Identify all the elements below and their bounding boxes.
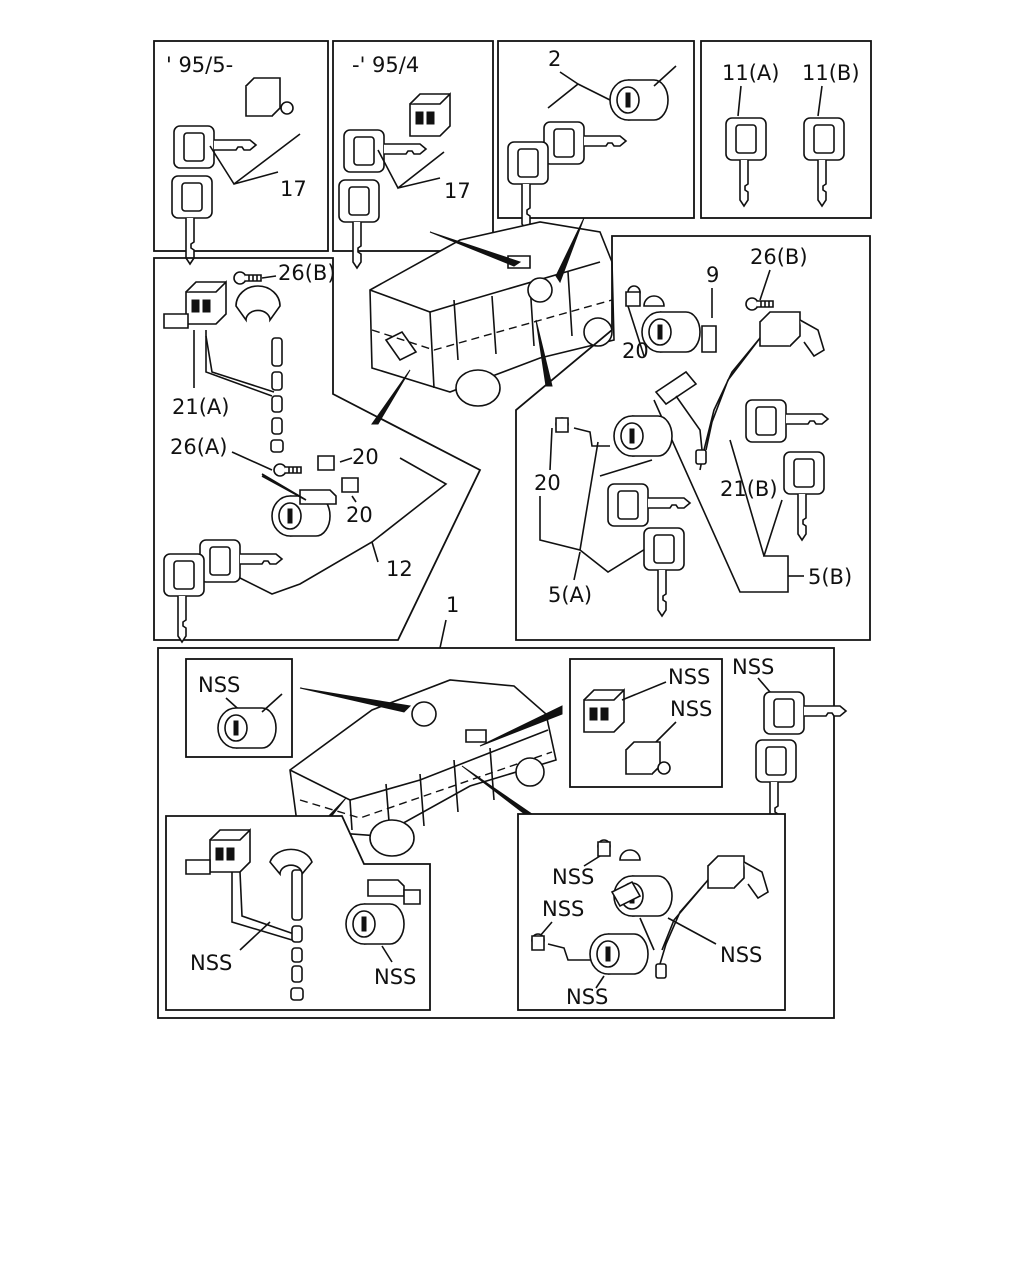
- label-nss-8: NSS: [720, 943, 762, 967]
- label-11a: 11(A): [722, 61, 779, 85]
- label-date-from: ' 95/5-: [166, 53, 233, 77]
- label-20-mid: 20: [346, 503, 373, 527]
- label-20-top: 20: [352, 445, 379, 469]
- label-5a: 5(A): [548, 583, 592, 607]
- label-nss-2: NSS: [668, 665, 710, 689]
- label-9: 9: [706, 263, 719, 287]
- lock-cylinder-icon: [613, 415, 673, 457]
- label-26a: 26(A): [170, 435, 227, 459]
- key-icon: [783, 451, 825, 541]
- box-nss-cylinder: NSS: [185, 658, 293, 758]
- box-nss-ignition: NSS NSS: [165, 815, 431, 1011]
- key-icon: [643, 527, 685, 617]
- label-21b: 21(B): [720, 477, 778, 501]
- vehicle-outline-icon: [369, 221, 615, 407]
- label-nss-9: NSS: [542, 897, 584, 921]
- label-21a: 21(A): [172, 395, 229, 419]
- box-part-2: 2: [497, 40, 695, 231]
- label-nss-1: NSS: [198, 673, 240, 697]
- box-ignition-left: 26(B) 21(A) 26(A) 20 20 12: [153, 257, 482, 643]
- switch-icon: [185, 281, 227, 325]
- label-26b-left: 26(B): [278, 261, 336, 285]
- lock-cylinder-icon: [589, 933, 649, 975]
- lock-cylinder-icon: [217, 707, 277, 749]
- box-part-11: 11(A) 11(B): [700, 40, 872, 219]
- label-nss-3: NSS: [670, 697, 712, 721]
- label-20-right2: 20: [534, 471, 561, 495]
- key-icon: [199, 539, 283, 583]
- box-nss-switch: NSS NSS: [569, 658, 723, 788]
- key-icon: [745, 399, 829, 443]
- latch-icon: [759, 311, 825, 358]
- latch-icon: [245, 77, 294, 117]
- key-icon: [607, 483, 691, 527]
- lock-cylinder-icon: [345, 903, 405, 945]
- box-95-4: -' 95/4 17: [332, 40, 494, 269]
- key-icon: [163, 553, 205, 643]
- vehicle-outline-icon: [289, 679, 557, 857]
- label-nss-4: NSS: [732, 655, 774, 679]
- label-11b: 11(B): [802, 61, 860, 85]
- label-17b: 17: [444, 179, 471, 203]
- lock-cylinder-icon: [641, 311, 701, 353]
- label-12: 12: [386, 557, 413, 581]
- label-20-right: 20: [622, 339, 649, 363]
- label-date-to: -' 95/4: [352, 53, 419, 77]
- box-door-right: 9 26(B) 20 21(B) 5(B) 20: [515, 235, 871, 641]
- label-nss-6: NSS: [374, 965, 416, 989]
- box-95-5: ' 95/5- 17: [153, 40, 329, 265]
- latch-icon: [625, 741, 671, 775]
- latch-icon: [707, 855, 769, 900]
- bolt-icon: [233, 271, 262, 285]
- label-nss-7: NSS: [552, 865, 594, 889]
- bolt-icon: [273, 463, 302, 477]
- label-nss-10: NSS: [566, 985, 608, 1009]
- lock-cylinder-icon: [609, 79, 669, 121]
- box-nss-door: NSS NSS NSS NSS: [517, 813, 786, 1011]
- box-kit-1: NSS NSS NSS: [157, 647, 847, 1019]
- label-5b: 5(B): [808, 565, 852, 589]
- label-17a: 17: [280, 177, 307, 201]
- label-nss-5: NSS: [190, 951, 232, 975]
- connector-chain-icon: [270, 337, 284, 453]
- label-2: 2: [548, 47, 561, 71]
- label-1: 1: [446, 593, 459, 617]
- label-26b-right: 26(B): [750, 245, 808, 269]
